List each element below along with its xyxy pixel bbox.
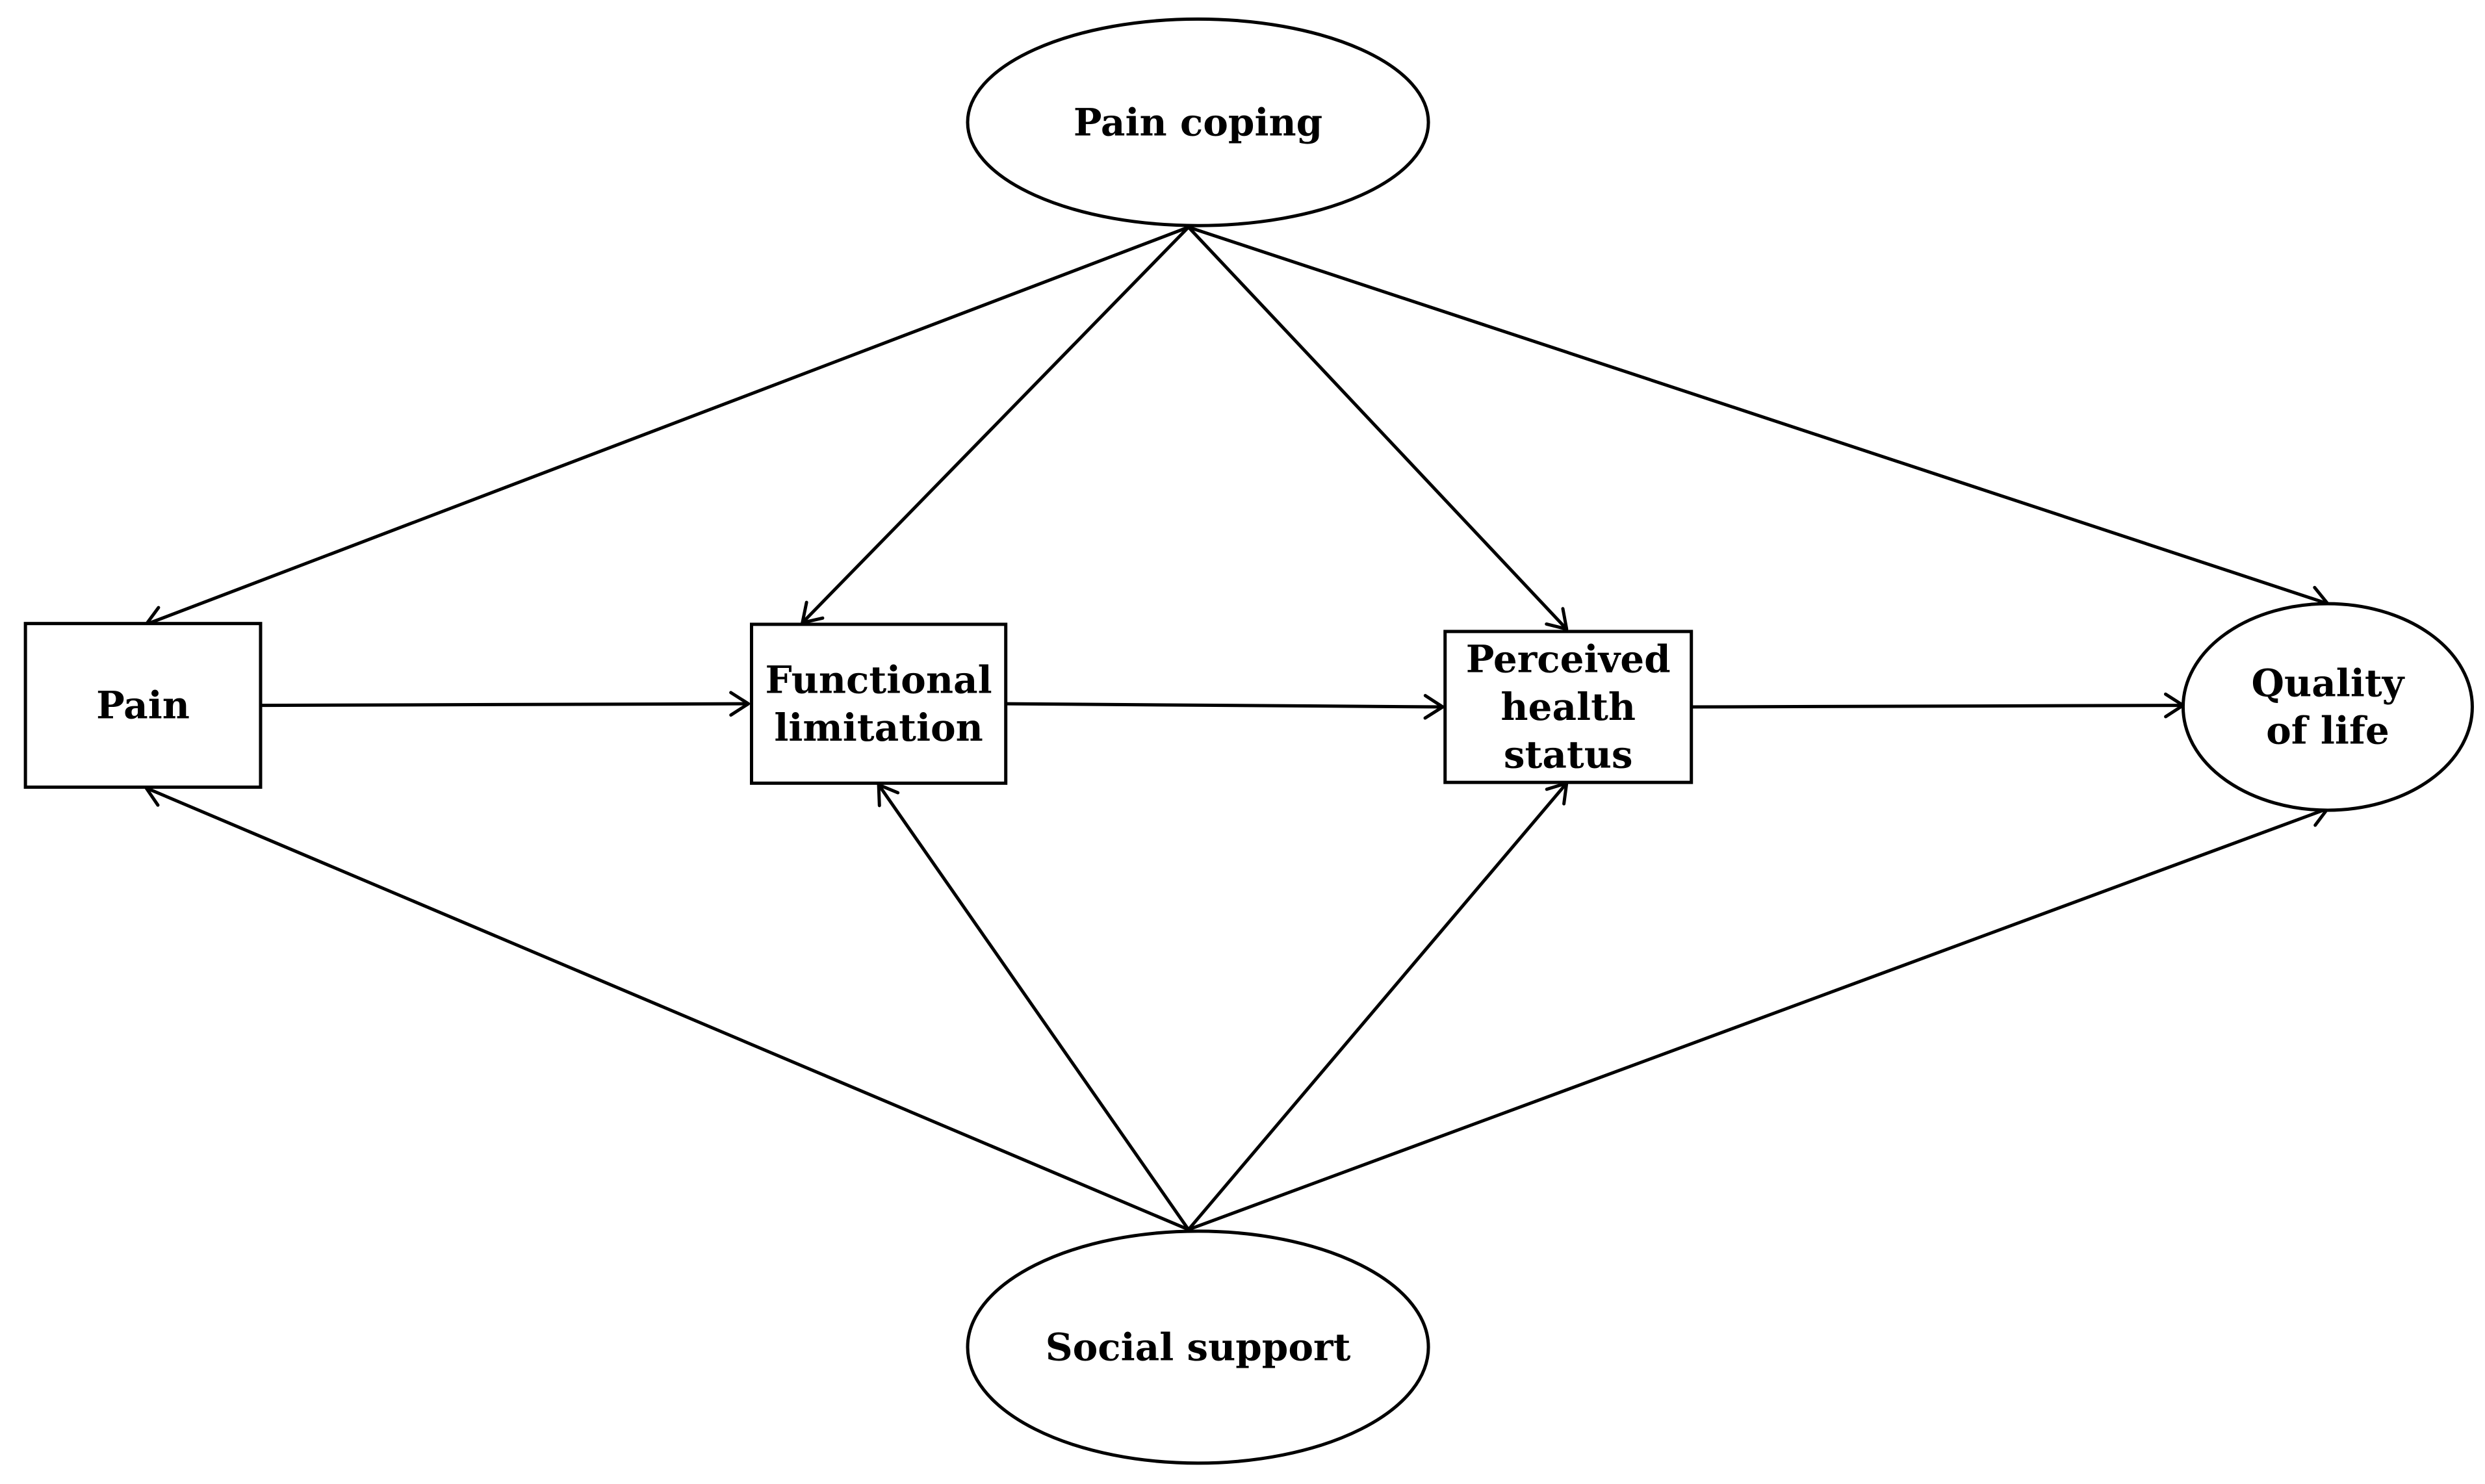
node-social-support: Social support xyxy=(966,1229,1430,1465)
arrow-pain-to-functional-limitation xyxy=(262,691,751,717)
node-pain-coping-label: Pain coping xyxy=(1074,100,1322,144)
node-pain: Pain xyxy=(23,622,263,789)
arrow-pain-coping-to-perceived-health-status xyxy=(1187,225,1569,631)
node-quality-of-life-label: Quality xyxy=(2252,661,2406,705)
node-functional-limitation-label: limitation xyxy=(774,706,983,750)
node-perceived-health-status-label: status xyxy=(1504,732,1633,776)
node-quality-of-life-ellipse xyxy=(2181,602,2474,812)
node-pain-label: Pain xyxy=(96,684,190,728)
edges-layer xyxy=(144,225,2330,1231)
arrow-pain-coping-to-functional-limitation xyxy=(801,225,1190,624)
node-functional-limitation-label: Functional xyxy=(766,658,992,702)
node-perceived-health-status-box xyxy=(1443,630,1693,784)
arrowhead-icon xyxy=(1545,607,1569,631)
arrow-social-support-to-quality-of-life xyxy=(1188,802,2330,1231)
node-pain-coping: Pain coping xyxy=(966,17,1430,227)
node-social-support-label: Social support xyxy=(1046,1325,1351,1369)
node-pain-coping-ellipse xyxy=(966,17,1430,227)
arrowhead-icon xyxy=(1423,694,1445,720)
node-functional-limitation-box xyxy=(749,622,1008,785)
node-social-support-ellipse xyxy=(966,1229,1430,1465)
arrow-pain-coping-to-quality-of-life xyxy=(1188,225,2330,611)
arrow-social-support-to-perceived-health-status xyxy=(1187,781,1569,1231)
arrow-perceived-health-status-to-quality-of-life xyxy=(1692,692,2185,719)
arrowhead-icon xyxy=(729,691,751,717)
node-perceived-health-status-label: health xyxy=(1500,685,1636,729)
arrow-pain-coping-to-pain xyxy=(144,225,1189,630)
node-quality-of-life-label: of life xyxy=(2266,709,2389,753)
arrow-functional-limitation-to-perceived-health-status xyxy=(1005,694,1445,720)
node-pain-box xyxy=(23,622,263,789)
node-perceived-health-status-label: Perceived xyxy=(1466,637,1671,682)
